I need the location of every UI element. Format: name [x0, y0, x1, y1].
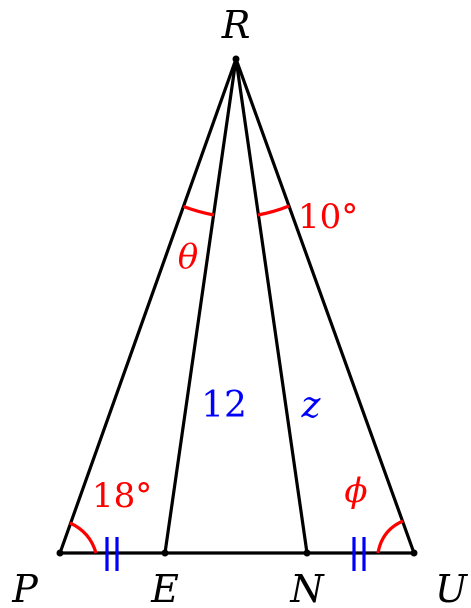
vertex-points	[56, 55, 418, 557]
angle-label-eighteen: 18°	[92, 476, 152, 516]
label-P: P	[11, 567, 39, 608]
angle-arc-eighteen	[69, 521, 98, 554]
cevian-RE	[163, 57, 238, 555]
point-N	[303, 549, 311, 557]
angle-arc-ten	[257, 204, 290, 217]
label-N: N	[289, 567, 325, 608]
cevian-RN	[234, 57, 309, 555]
angle-marks	[69, 204, 404, 554]
label-E: E	[150, 567, 179, 608]
segment-label-RE: 12	[201, 385, 247, 426]
tick-marks	[105, 537, 366, 571]
side-RU	[234, 57, 416, 555]
point-P	[56, 549, 64, 557]
angle-arc-theta	[182, 205, 215, 217]
angle-label-ten: 10°	[298, 197, 358, 237]
angle-label-phi: ϕ	[344, 471, 367, 511]
triangle-lines	[58, 57, 416, 555]
side-RP	[58, 57, 238, 555]
label-R: R	[221, 3, 251, 47]
point-R	[232, 55, 240, 63]
segment-label-RN: z	[301, 385, 322, 426]
label-U: U	[435, 567, 469, 608]
point-E	[161, 549, 169, 557]
angle-label-theta: θ	[178, 237, 198, 277]
angle-arc-phi	[376, 519, 404, 554]
point-U	[410, 549, 418, 557]
